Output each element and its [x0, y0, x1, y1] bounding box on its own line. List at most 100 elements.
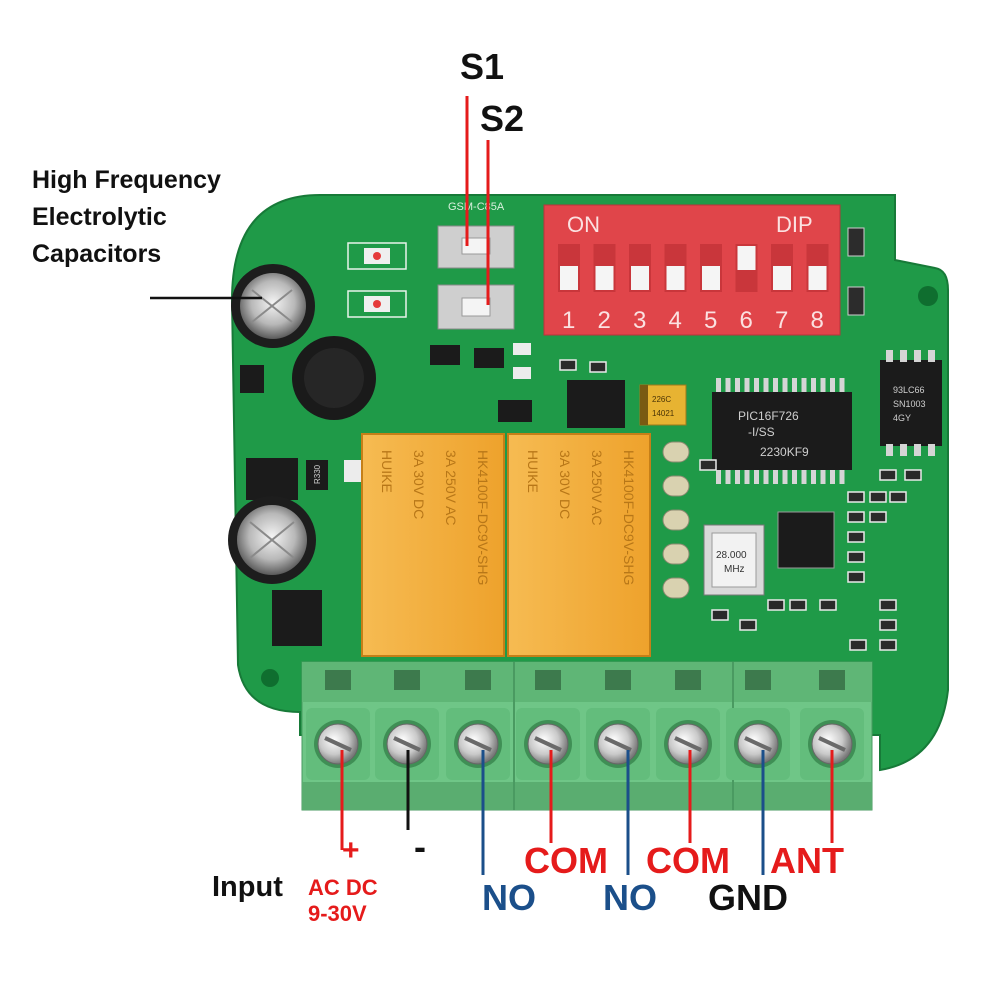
eeprom-chip: 93LC66 SN1003 4GY: [880, 350, 942, 456]
tantalum-text-1: 226C: [652, 395, 671, 404]
terminal-screw: [734, 720, 782, 768]
callout-lines: [150, 96, 490, 305]
terminal-slot: [535, 670, 561, 690]
acdc-label: AC DC: [308, 875, 378, 900]
resistor-label: R330: [313, 464, 322, 484]
capacitor-callout: High Frequency Electrolytic Capacitors: [32, 162, 221, 273]
passive-component: [819, 599, 837, 611]
terminal-slot: [675, 670, 701, 690]
passive-component: [847, 571, 865, 583]
passive-component: [879, 599, 897, 611]
chip-pin: [928, 350, 935, 362]
chip-pin: [716, 468, 721, 484]
push-button-s2: [437, 284, 515, 330]
mounting-hole: [918, 286, 938, 306]
com-label-1: COM: [524, 840, 608, 881]
dip-number: 7: [775, 307, 788, 334]
left-smd-components: R330: [240, 365, 362, 646]
no-label-2: NO: [603, 877, 657, 918]
passive-component: [879, 639, 897, 651]
passive-component: [739, 619, 757, 631]
terminal-screw: [383, 720, 431, 768]
chip-pin: [830, 378, 835, 394]
terminal-slot: [605, 670, 631, 690]
relay-text: HUIKE: [379, 450, 395, 493]
plus-label: +: [342, 834, 360, 867]
relay-body: [361, 433, 505, 657]
terminal-screw: [808, 720, 856, 768]
solder-pads: [662, 441, 690, 599]
relay-text: HUIKE: [525, 450, 541, 493]
s2-label: S2: [480, 98, 525, 139]
chip-pin: [928, 444, 935, 456]
dip-number: 1: [562, 307, 575, 334]
dip-on-label: ON: [567, 212, 600, 237]
mcu-text-1: PIC16F726: [738, 409, 799, 423]
board-model: GSM-C85A: [448, 201, 505, 213]
passive-component: [847, 531, 865, 543]
terminal-screw: [314, 720, 362, 768]
dip-label: DIP: [776, 212, 813, 237]
voltage-regulator: [567, 380, 625, 428]
relay-text: 3A 250V AC: [443, 450, 459, 526]
passive-component: [869, 491, 887, 503]
chip-pin: [820, 468, 826, 484]
passive-component: [559, 359, 577, 371]
voltage-label: 9-30V: [308, 901, 367, 926]
chip-pin: [792, 378, 797, 394]
crystal-text-1: 28.000: [716, 550, 747, 561]
chip-pin: [754, 378, 759, 394]
chip-pin: [792, 468, 797, 484]
dip-toggle: [631, 266, 649, 290]
passive-component: [879, 619, 897, 631]
chip-pin: [839, 468, 845, 484]
passive-component: [847, 511, 865, 523]
dip-toggle: [808, 266, 827, 290]
inductor: [292, 336, 376, 420]
passive-component: [904, 469, 922, 481]
chip-pin: [773, 468, 778, 484]
relay-text: HK4100F-DC9V-SHG: [475, 450, 491, 585]
dip-toggle: [702, 266, 720, 290]
dip-toggle: [560, 266, 578, 290]
mcu-text-3: 2230KF9: [760, 445, 809, 459]
chip-pin: [900, 350, 907, 362]
gold-pad: [662, 543, 690, 565]
passive-component: [849, 639, 867, 651]
passive-components: [559, 359, 922, 651]
smd-transistors: [430, 343, 531, 379]
mcu-text-2: -I/SS: [748, 425, 775, 439]
relay-text: 3A 30V DC: [557, 450, 573, 519]
tantalum-capacitor: 226C 14021: [639, 384, 687, 426]
chip-pin: [914, 444, 921, 456]
mounting-hole: [261, 669, 279, 687]
gnd-label: GND: [708, 877, 788, 918]
no-label-1: NO: [482, 877, 536, 918]
chip-pin: [744, 468, 750, 484]
terminal-screw: [524, 720, 572, 768]
capacitor-callout-line-3: Capacitors: [32, 240, 162, 268]
terminal-slot: [819, 670, 845, 690]
passive-component: [767, 599, 785, 611]
chip-pin: [811, 468, 816, 484]
chip-pin: [735, 378, 740, 394]
qfn-chip: [777, 511, 835, 569]
s1-label: S1: [460, 46, 505, 87]
terminal-slot: [745, 670, 771, 690]
com-label-2: COM: [646, 840, 730, 881]
electrolytic-capacitor-top: [231, 264, 315, 348]
minus-label: -: [414, 826, 426, 867]
push-button-s1: [437, 225, 515, 269]
chip-pin: [763, 378, 769, 394]
terminal-slot: [465, 670, 491, 690]
chip-pin: [811, 378, 816, 394]
passive-component: [789, 599, 807, 611]
terminal-screw: [664, 720, 712, 768]
chip-pin: [801, 468, 807, 484]
capacitor-callout-line-1: High Frequency: [32, 166, 221, 194]
chip-pin: [744, 378, 750, 394]
chip-pin: [725, 468, 731, 484]
